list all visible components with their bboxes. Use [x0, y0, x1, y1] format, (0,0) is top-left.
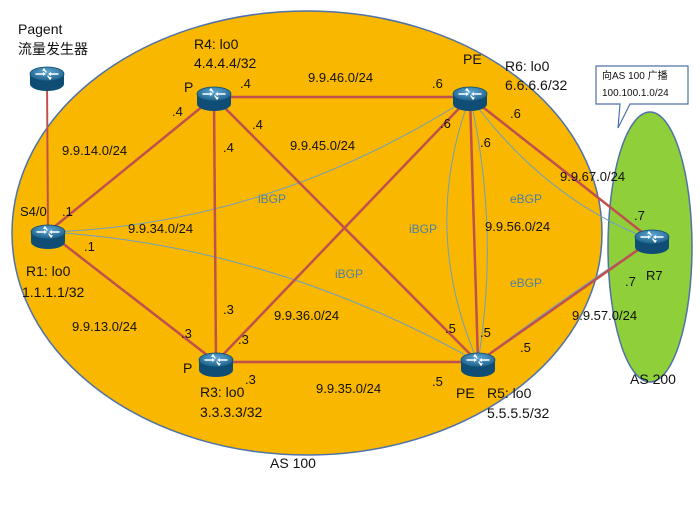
r1-loopback: 1.1.1.1/32	[22, 284, 84, 300]
callout-line-2: 100.100.1.0/24	[602, 88, 669, 99]
host-r5-r4: .5	[445, 321, 456, 336]
host-r7-r6: .7	[634, 208, 645, 223]
r6-role: PE	[463, 51, 482, 67]
net-r1-r4: 9.9.14.0/24	[62, 143, 127, 158]
ibgp-r1-r6-line	[47, 96, 471, 233]
router-r3[interactable]	[198, 352, 234, 378]
r3-name: R3: lo0	[200, 384, 245, 400]
r4-name: R4: lo0	[194, 36, 239, 52]
as100-label: AS 100	[270, 455, 316, 471]
r3-role: P	[183, 360, 192, 376]
net-r3-r4: 9.9.34.0/24	[128, 221, 193, 236]
host-r5-r3: .5	[432, 374, 443, 389]
router-pagent[interactable]	[29, 66, 65, 92]
link-r6-r7	[468, 95, 654, 242]
callout-line-1: 向AS 100 广播	[602, 69, 668, 82]
host-r3-r5: .3	[245, 372, 256, 387]
link-pagent-r1	[46, 77, 49, 233]
host-r4-r3: .4	[223, 140, 234, 155]
ibgp-r1-r6-label: iBGP	[258, 192, 286, 206]
pagent-name: Pagent	[18, 21, 62, 37]
r4-role: P	[184, 79, 193, 95]
as100-area	[11, 10, 603, 456]
link-r4-r5	[212, 95, 480, 364]
host-r3-r1: .3	[181, 326, 192, 341]
r3-loopback: 3.3.3.3/32	[200, 404, 262, 420]
router-r1[interactable]	[30, 224, 66, 250]
r1-name: R1: lo0	[26, 263, 71, 279]
ebgp-r5-r7-label: eBGP	[510, 276, 542, 290]
net-r4-r6: 9.9.46.0/24	[308, 70, 373, 85]
host-r7-r5: .7	[625, 274, 636, 289]
ibgp-r1-r5-label: iBGP	[335, 267, 363, 281]
r1-interface: S4/0	[20, 204, 47, 219]
net-r3-r6: 9.9.36.0/24	[274, 308, 339, 323]
pagent-desc: 流量发生器	[18, 41, 88, 57]
ibgp-r6-r5-line	[446, 96, 479, 363]
host-r1-s4: .1	[62, 204, 73, 219]
link-r6-r5	[468, 95, 480, 364]
net-r3-r5: 9.9.35.0/24	[316, 381, 381, 396]
link-r4-r3	[212, 95, 218, 364]
net-r6-r7: 9.9.67.0/24	[560, 169, 625, 184]
link-r1-r4	[46, 95, 216, 234]
r6-name: R6: lo0	[505, 58, 550, 74]
router-r7[interactable]	[634, 229, 670, 255]
router-r4[interactable]	[196, 86, 232, 112]
host-r6-r7: .6	[510, 106, 521, 121]
host-r3-r6: .3	[238, 332, 249, 347]
r4-loopback: 4.4.4.4/32	[194, 55, 256, 71]
host-r6-r5: .6	[480, 135, 491, 150]
r5-name: R5: lo0	[487, 385, 532, 401]
host-r4-r6: .4	[240, 76, 251, 91]
ibgp-r1-r5-line	[47, 231, 479, 363]
router-r6[interactable]	[452, 86, 488, 112]
r5-role: PE	[456, 385, 475, 401]
host-r6-r4: .6	[432, 76, 443, 91]
ibgp-r6-r5-label: iBGP	[409, 222, 437, 236]
net-r5-r6: 9.9.56.0/24	[485, 219, 550, 234]
host-r4-r5: .4	[252, 117, 263, 132]
host-r5-r6: .5	[480, 325, 491, 340]
as200-label: AS 200	[630, 371, 676, 387]
router-r5[interactable]	[460, 352, 496, 378]
net-r4-r5: 9.9.45.0/24	[290, 138, 355, 153]
link-r5-r7	[476, 238, 654, 364]
link-r1-r3	[46, 230, 218, 364]
advertisement-callout	[595, 65, 689, 129]
net-r5-r7: 9.9.57.0/24	[572, 308, 637, 323]
bgp-r6-r5-inner-line	[469, 96, 488, 363]
host-r5-r7: .5	[520, 340, 531, 355]
r7-name: R7	[646, 268, 663, 283]
ebgp-r6-r7-label: eBGP	[510, 192, 542, 206]
net-r1-r3: 9.9.13.0/24	[72, 319, 137, 334]
r6-loopback: 6.6.6.6/32	[505, 77, 567, 93]
host-r3-r4: .3	[223, 302, 234, 317]
link-r3-r6	[214, 95, 472, 364]
r5-loopback: 5.5.5.5/32	[487, 405, 549, 421]
host-r4-r1: .4	[172, 104, 183, 119]
host-r1-r3: .1	[84, 239, 95, 254]
ebgp-r6-r7-line	[469, 96, 653, 241]
host-r6-r3: .6	[440, 116, 451, 131]
